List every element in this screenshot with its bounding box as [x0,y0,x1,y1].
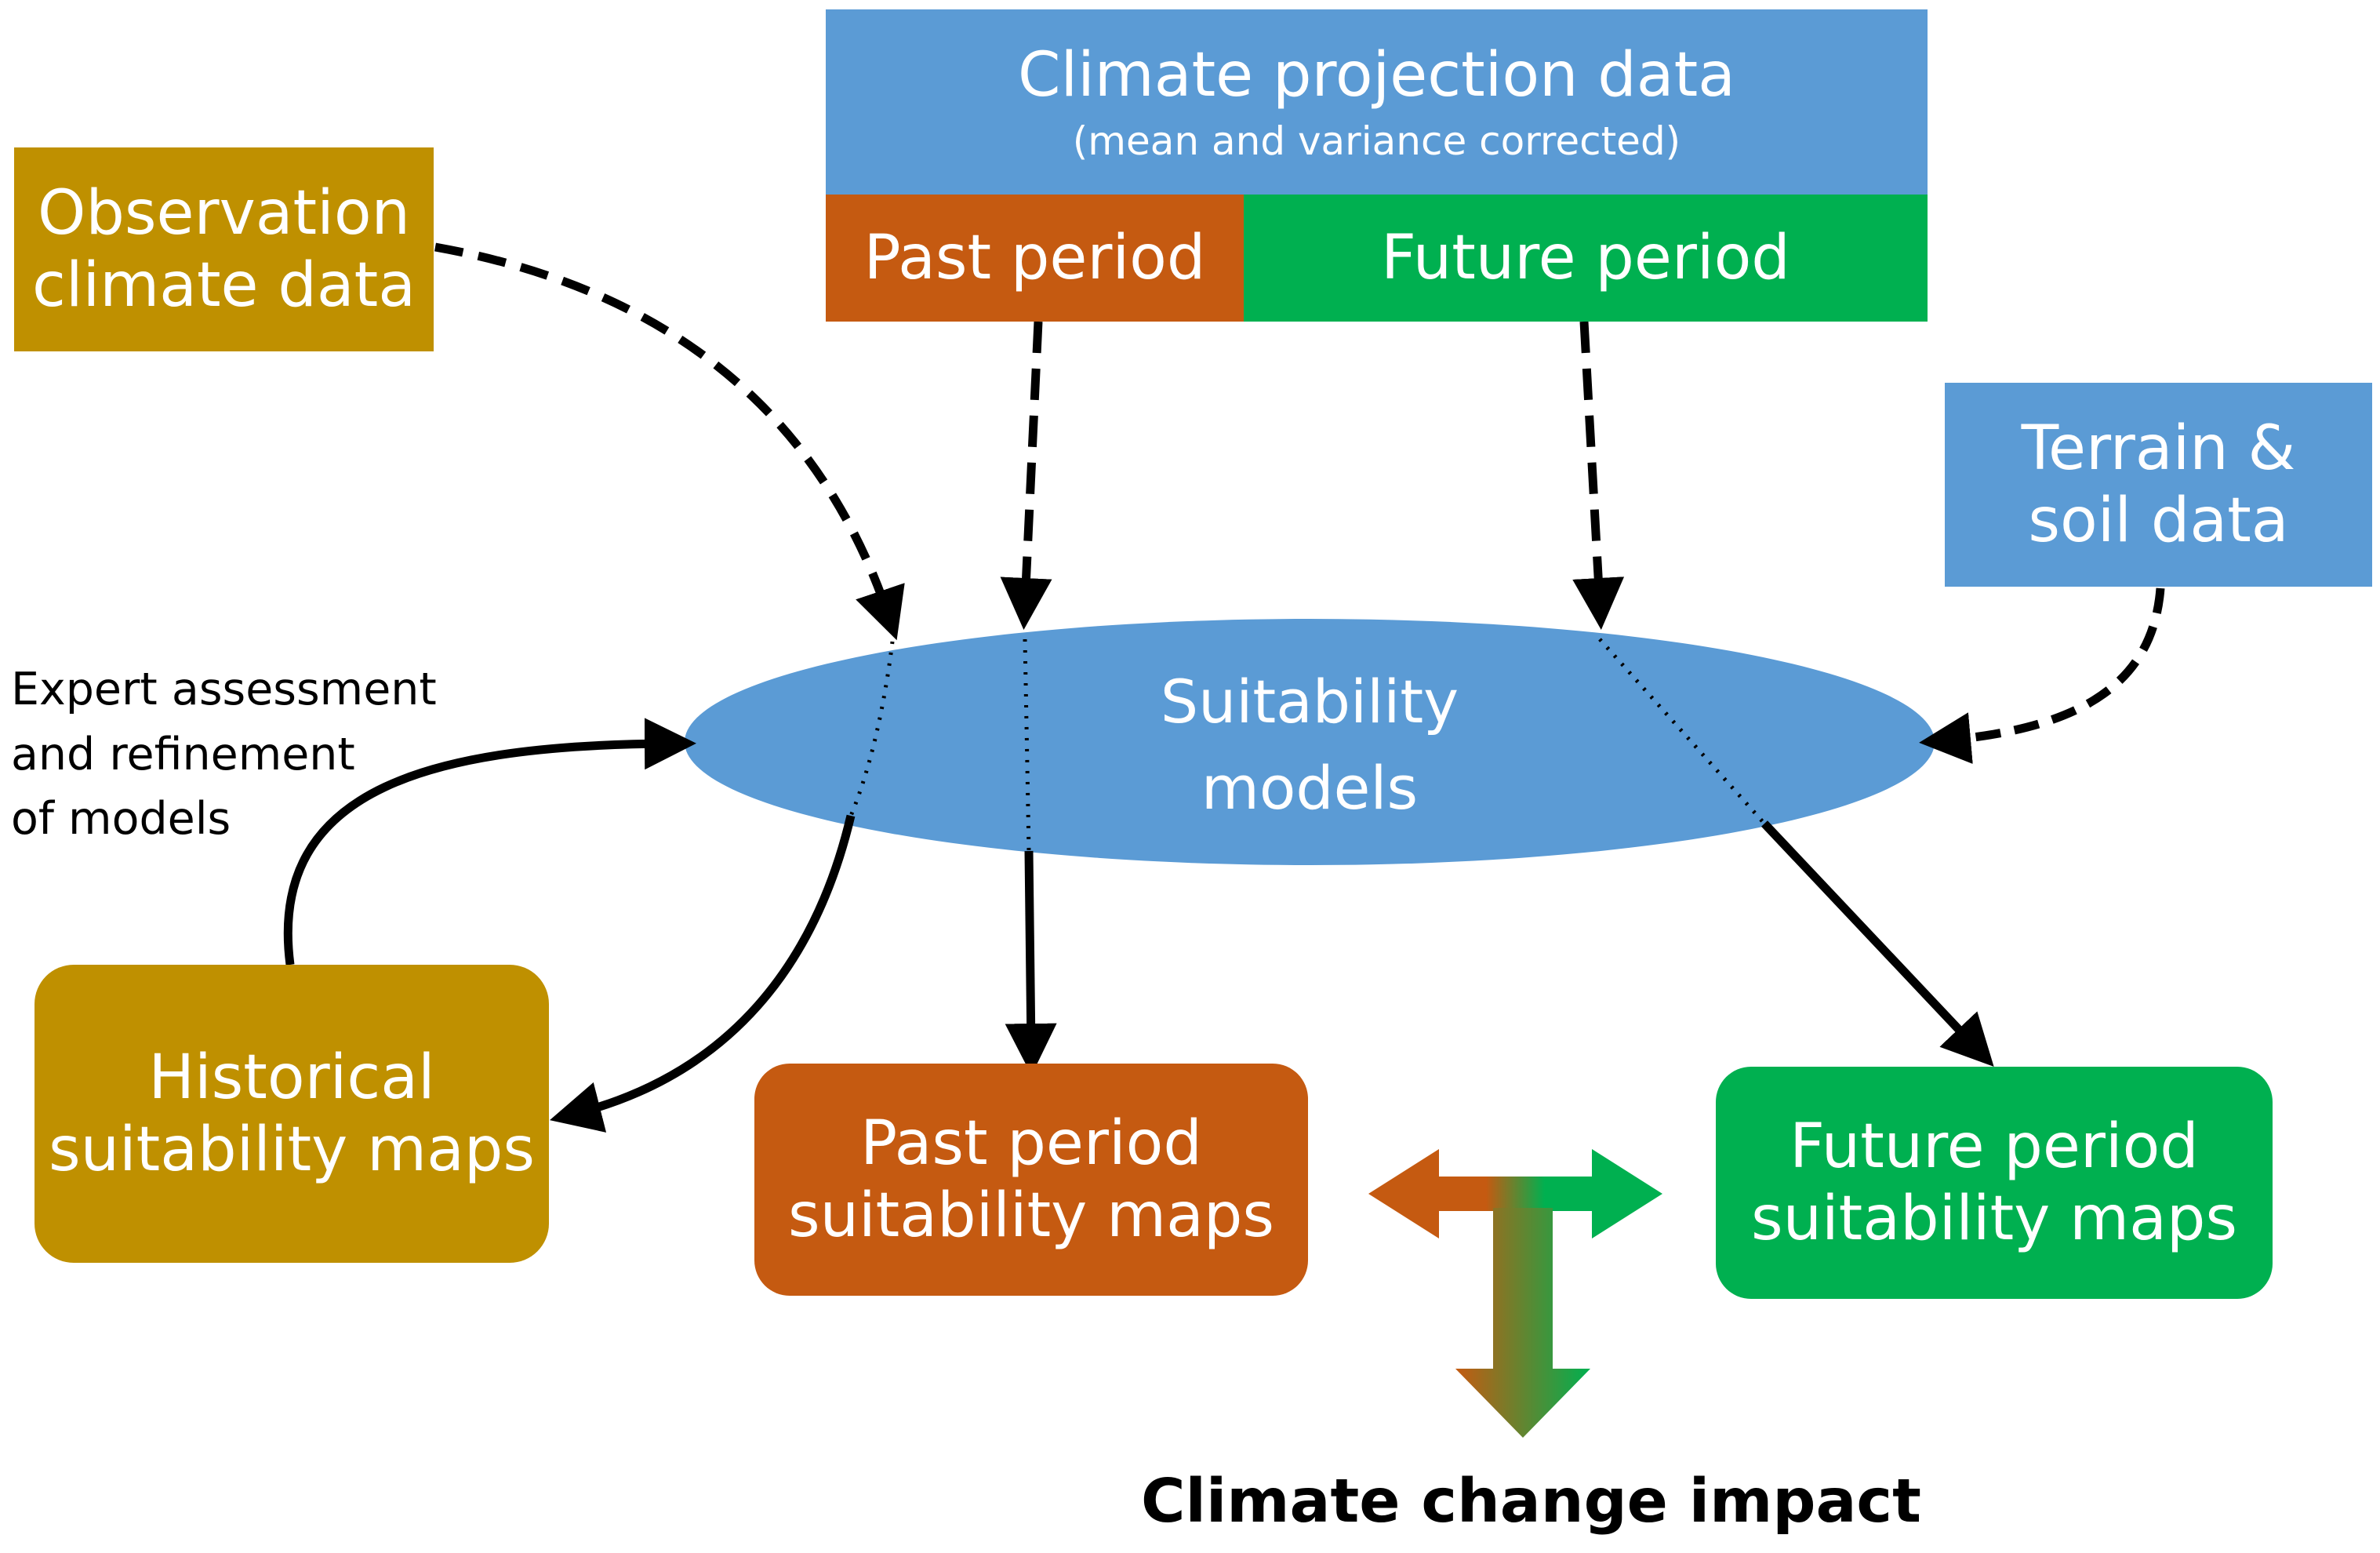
past-period-label: Past period [863,222,1206,293]
dotted-observation-through-models [848,641,895,817]
arrow-historical-maps-to-models [283,718,696,966]
past-period-box: Past period [826,195,1244,322]
terrain-soil-box: Terrain & soil data [1945,383,2372,587]
suitability-models-label: Suitability models [1098,651,1521,839]
future-suitability-maps-box: Future period suitability maps [1716,1067,2273,1299]
arrow-past-period-to-models [1000,321,1052,630]
expert-note-line3: of models [11,793,231,846]
climate-projection-title: Climate projection data [1018,40,1735,111]
observation-line1: Observation [38,177,410,249]
dotted-past-through-models [1023,638,1031,852]
suitability-models-line2: models [1201,753,1419,823]
impact-down-arrow [1455,1208,1590,1438]
historical-maps-line2: suitability maps [48,1115,536,1185]
arrow-observation-to-models [434,242,905,641]
observation-line2: climate data [31,250,416,321]
suitability-models-ellipse [685,619,1935,865]
future-maps-line1: Future period [1790,1111,2199,1182]
impact-horizontal-arrow [1368,1149,1662,1238]
expert-note-line1: Expert assessment [11,664,437,715]
historical-suitability-maps-box: Historical suitability maps [35,965,549,1263]
past-maps-line2: suitability maps [787,1180,1275,1251]
arrow-models-to-future-maps [1761,820,1994,1067]
arrow-terrain-to-models [1919,587,2165,764]
historical-maps-line1: Historical [148,1042,435,1113]
terrain-line2: soil data [2028,486,2289,556]
climate-projection-box: Climate projection data (mean and varian… [826,9,1928,195]
arrow-models-to-past-maps [1005,850,1057,1075]
future-period-label: Future period [1381,222,1790,293]
climate-projection-subtitle: (mean and variance corrected) [1072,118,1681,164]
future-maps-line2: suitability maps [1750,1184,2238,1254]
climate-change-impact-label: Climate change impact [1141,1467,1921,1537]
expert-note-line2: and refinement [11,728,355,780]
observation-climate-box: Observation climate data [14,147,434,351]
suitability-models-line1: Suitability [1160,666,1459,736]
arrow-models-to-historical-maps [550,814,856,1133]
past-maps-line1: Past period [860,1107,1202,1179]
future-period-box: Future period [1244,195,1928,322]
arrow-future-period-to-models [1572,321,1625,630]
expert-assessment-note: Expert assessment and refinement of mode… [11,657,437,852]
past-suitability-maps-box: Past period suitability maps [754,1064,1308,1296]
terrain-line1: Terrain & [2021,413,2296,484]
